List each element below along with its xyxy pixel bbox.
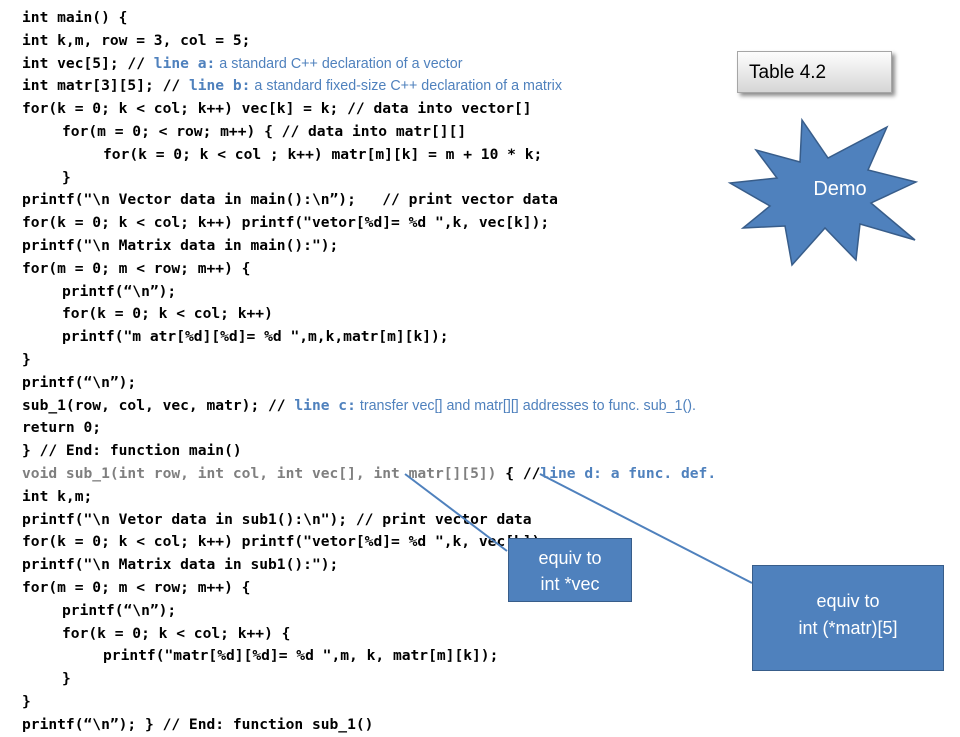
code-line: } — [22, 350, 31, 368]
code-line: for(m = 0; < row; m++) { // data into ma… — [62, 122, 467, 140]
code-line: void sub_1(int row, int col, int vec[], … — [22, 463, 862, 486]
callout-matr-line2: int (*matr)[5] — [798, 618, 898, 638]
code-text: sub_1(row, col, vec, matr); // — [22, 396, 295, 414]
code-line: printf("m atr[%d][%d]= %d ",m,k,matr[m][… — [62, 328, 449, 346]
code-line: int k,m; — [22, 487, 93, 505]
code-text: int vec[5]; // — [22, 54, 154, 72]
code-text: int matr[3][5]; // — [22, 77, 189, 95]
code-line: } // End: function main() — [22, 442, 242, 460]
code-line: int k,m, row = 3, col = 5; — [22, 31, 251, 49]
callout-vec: equiv to int *vec — [508, 538, 632, 602]
code-text: { // — [496, 464, 541, 482]
code-line: return 0; — [22, 419, 102, 437]
code-line: printf(“\n”); — [22, 373, 137, 391]
code-line: printf(“\n”); — [62, 282, 177, 300]
callout-vec-line1: equiv to — [538, 548, 602, 568]
function-signature: void sub_1(int row, int col, int vec[], … — [22, 464, 497, 482]
table-label-box: Table 4.2 — [737, 51, 892, 93]
line-b-tag: line b: — [188, 77, 251, 95]
code-line: int matr[3][5]; // line b: a standard fi… — [22, 75, 862, 98]
code-line: for(k = 0; k < col; k++) { — [62, 624, 291, 642]
callout-vec-line2: int *vec — [540, 574, 600, 594]
code-line: printf("\n Vector data in main():\n”); /… — [22, 191, 558, 209]
line-d-tag: line d: a func. def. — [540, 464, 717, 482]
code-line: for(k = 0; k < col; k++) — [62, 305, 273, 323]
code-line: } — [22, 692, 31, 710]
line-c-note: transfer vec[] and matr[][] addresses to… — [355, 397, 696, 414]
code-line: for(k = 0; k < col; k++) vec[k] = k; // … — [22, 100, 532, 118]
line-c-tag: line c: — [294, 396, 356, 414]
code-listing: int main() { int k,m, row = 3, col = 5; … — [22, 7, 862, 737]
code-line: for(m = 0; m < row; m++) { — [22, 259, 251, 277]
code-line: for(m = 0; m < row; m++) { — [22, 578, 251, 596]
code-line: printf(“\n”); } // End: function sub_1() — [22, 715, 374, 733]
table-label: Table 4.2 — [749, 62, 827, 83]
code-line: } — [62, 168, 71, 186]
code-line: printf("\n Matrix data in sub1():"); — [22, 556, 339, 574]
code-line: printf(“\n”); — [62, 601, 177, 619]
demo-label: Demo — [813, 178, 867, 200]
line-b-note: a standard fixed-size C++ declaration of… — [250, 78, 562, 95]
code-line: for(k = 0; k < col; k++) printf("vetor[%… — [22, 214, 550, 232]
code-line: printf("\n Vetor data in sub1():\n"); //… — [22, 510, 532, 528]
code-line: printf("\n Matrix data in main():"); — [22, 236, 339, 254]
code-line: printf("matr[%d][%d]= %d ",m, k, matr[m]… — [103, 647, 499, 665]
code-line: for(k = 0; k < col; k++) printf("vetor[%… — [22, 533, 550, 551]
callout-matr-line1: equiv to — [816, 591, 880, 611]
code-line: int main() { — [22, 9, 128, 26]
code-line: } — [62, 670, 71, 688]
code-line: for(k = 0; k < col ; k++) matr[m][k] = m… — [103, 145, 543, 163]
callout-matr: equiv to int (*matr)[5] — [752, 565, 944, 671]
code-line: sub_1(row, col, vec, matr); // line c: t… — [22, 395, 862, 418]
line-a-tag: line a: — [153, 54, 216, 72]
line-a-note: a standard C++ declaration of a vector — [215, 55, 463, 72]
code-line: int vec[5]; // line a: a standard C++ de… — [22, 53, 862, 76]
